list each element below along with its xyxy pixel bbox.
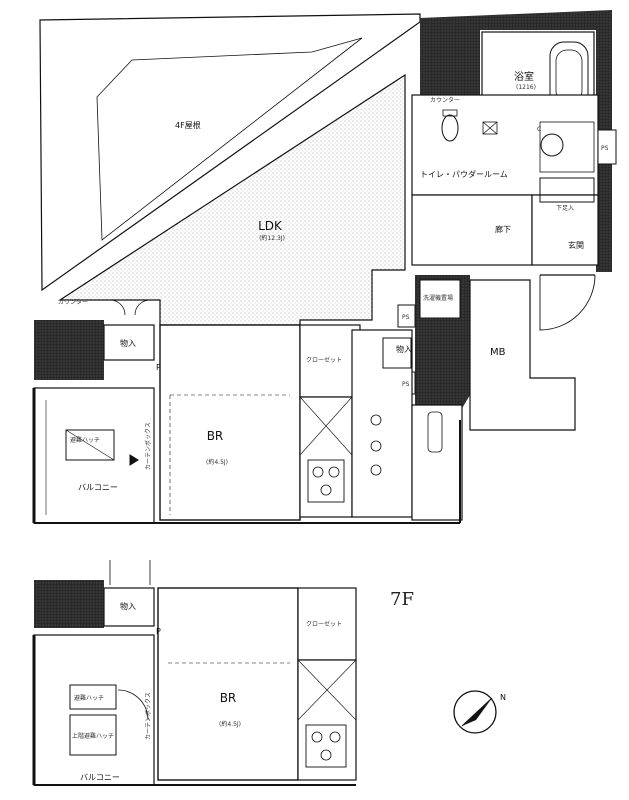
shoe-box: [539, 177, 595, 203]
ps-label-2: PS: [402, 381, 410, 388]
lower-storage-label: 物入: [120, 601, 136, 611]
lower-balcony-label: バルコニー: [80, 773, 120, 782]
storage-small: [382, 337, 412, 369]
toilet-icon: [441, 114, 459, 142]
wall-lower-west: [34, 580, 104, 628]
bedroom-lower: [157, 587, 299, 781]
bath-size: (1216): [516, 84, 536, 91]
ldk-floor: [57, 73, 406, 326]
lower-hatch-label-2: 上階避難ハッチ: [72, 732, 114, 740]
lower-br-label: BR: [220, 691, 237, 705]
counter-label: カウンター: [58, 298, 88, 306]
storage-small-label: 物入: [396, 344, 412, 354]
toilet-label: トイレ・パウダールーム: [420, 169, 508, 179]
closet-lower: [297, 587, 357, 661]
entrance-label: 玄関: [568, 240, 584, 250]
ps-label-3: PS: [601, 145, 609, 152]
kitchen-lower: [297, 659, 357, 781]
lower-curtain-box-label: カーテンボックス: [144, 692, 152, 740]
br-size: (約4.5J): [206, 458, 228, 466]
lower-labels: 物入 クローゼット BR (約4.5J) カーテンボックス バルコニー 避難ハッ…: [72, 601, 342, 782]
bath-label: 浴室: [514, 70, 534, 83]
lower-closet-label: クローゼット: [306, 620, 342, 628]
wall-west: [34, 320, 104, 380]
wall-core: [420, 22, 480, 97]
lower-plan: [32, 560, 357, 786]
hatch-lower-2: [69, 714, 117, 756]
hatch-label: 避難ハッチ: [70, 436, 100, 444]
lower-p-label: P: [156, 627, 161, 636]
lower-br-size: (約4.5J): [219, 720, 241, 728]
mb-label: MB: [490, 347, 506, 358]
corridor: [411, 194, 533, 266]
washer-area: [419, 279, 461, 319]
hatch-lower: [69, 684, 117, 710]
ps-box-1: [397, 304, 416, 328]
balcony-label: バルコニー: [78, 483, 118, 492]
washer-label: 洗濯機置場: [423, 294, 453, 302]
bedroom-upper: [159, 324, 301, 521]
stove-icon: [307, 459, 345, 503]
lower-hatch-label: 避難ハッチ: [74, 694, 104, 702]
ps-box-3: [597, 129, 617, 165]
mb-room: [469, 279, 576, 431]
upper-plan: [32, 10, 617, 524]
sink-icon: [540, 133, 564, 157]
c-label: C: [537, 126, 541, 133]
storage-upper: [103, 324, 155, 361]
floor-label: 7F: [390, 589, 414, 610]
p-label: P: [156, 363, 161, 372]
shoebox-label: 下足入: [556, 205, 574, 212]
corridor-label: 廊下: [495, 224, 511, 234]
br-label: BR: [207, 429, 224, 443]
kitchen-upper: [299, 396, 353, 518]
closet-upper: [299, 324, 361, 398]
unit-bath-right: [411, 404, 463, 521]
ldk-size: (約12.3J): [259, 234, 285, 242]
upper-labels: 4F屋根 LDK (約12.3J) 浴室 (1216) カウンター トイレ・パウ…: [58, 70, 609, 492]
toilet-room: [411, 94, 599, 196]
balcony-lower: [33, 634, 155, 786]
closet-label: クローゼット: [306, 356, 342, 364]
storage-lower: [103, 587, 155, 627]
entrance: [531, 194, 599, 266]
compass-icon: N: [453, 690, 506, 734]
ps-label-1: PS: [402, 314, 410, 321]
ldk-label: LDK: [258, 219, 283, 233]
storage-label: 物入: [120, 338, 136, 348]
counter-small-label: カウンター: [430, 96, 460, 104]
roof-label: 4F屋根: [175, 120, 201, 130]
curtain-box-label: カーテンボックス: [144, 422, 152, 470]
compass-label: N: [500, 693, 506, 702]
roof-inner: [96, 37, 363, 241]
